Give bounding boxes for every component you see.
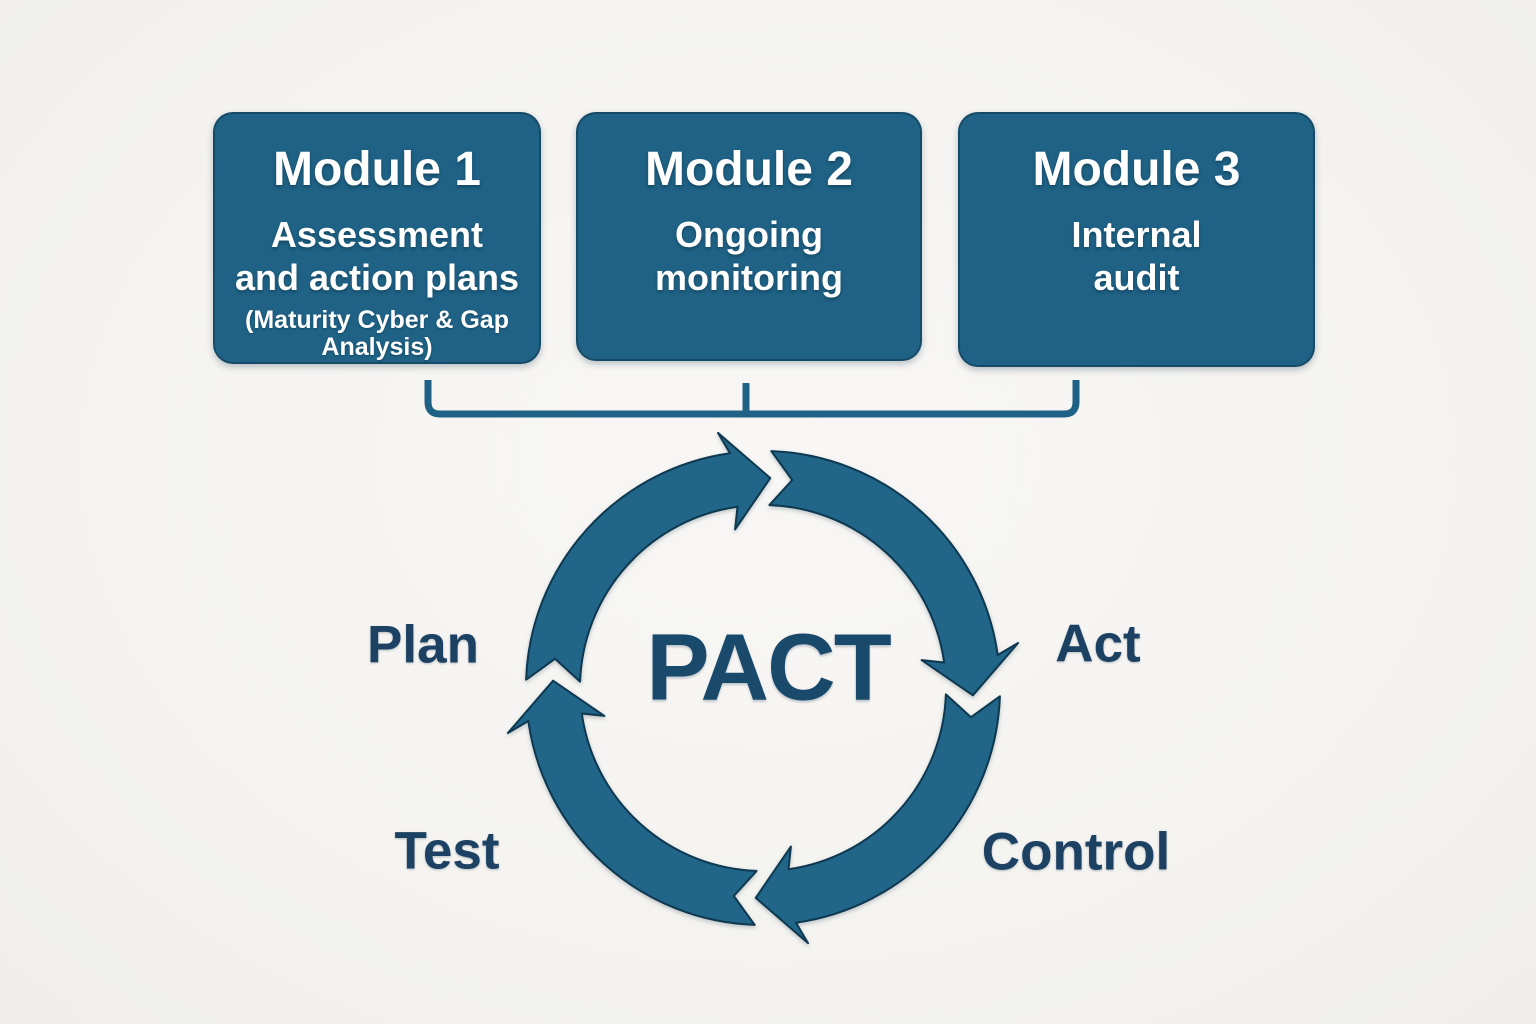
module-1-box: Module 1 Assessment and action plans (Ma… bbox=[213, 112, 541, 364]
module-1-subtitle-line1: Assessment bbox=[270, 213, 484, 255]
module-2-subtitle-line2: monitoring bbox=[655, 256, 843, 298]
module-2-title: Module 2 bbox=[644, 143, 853, 196]
module-3-subtitle: Internal audit bbox=[1071, 213, 1201, 299]
cycle-step-act: Act bbox=[1055, 614, 1141, 674]
module-1-note: (Maturity Cyber & Gap Analysis) bbox=[245, 307, 509, 361]
module-1-note-line2: Analysis) bbox=[321, 333, 433, 362]
module-3-subtitle-line2: audit bbox=[1093, 256, 1180, 298]
module-3-subtitle-line1: Internal bbox=[1071, 213, 1202, 255]
module-2-subtitle: Ongoing monitoring bbox=[655, 213, 843, 299]
module-3-box: Module 3 Internal audit bbox=[958, 112, 1315, 367]
module-2-subtitle-line1: Ongoing bbox=[675, 213, 823, 255]
cycle-step-plan: Plan bbox=[367, 615, 479, 675]
cycle-arrow-segment bbox=[525, 431, 772, 683]
cycle-arrow-segment bbox=[754, 693, 1001, 945]
bracket-line bbox=[424, 380, 1080, 418]
module-3-title: Module 3 bbox=[1032, 143, 1241, 196]
module-1-title: Module 1 bbox=[272, 143, 481, 196]
cycle-step-test: Test bbox=[394, 821, 500, 881]
cycle-arrows-icon bbox=[506, 431, 1020, 945]
cycle-step-control: Control bbox=[981, 822, 1171, 882]
module-2-box: Module 2 Ongoing monitoring bbox=[576, 112, 922, 361]
module-1-subtitle-line2: and action plans bbox=[234, 256, 520, 298]
module-1-subtitle: Assessment and action plans bbox=[235, 213, 519, 299]
module-1-note-line1: (Maturity Cyber & Gap bbox=[245, 306, 509, 335]
cycle-center-label: PACT bbox=[646, 614, 892, 721]
